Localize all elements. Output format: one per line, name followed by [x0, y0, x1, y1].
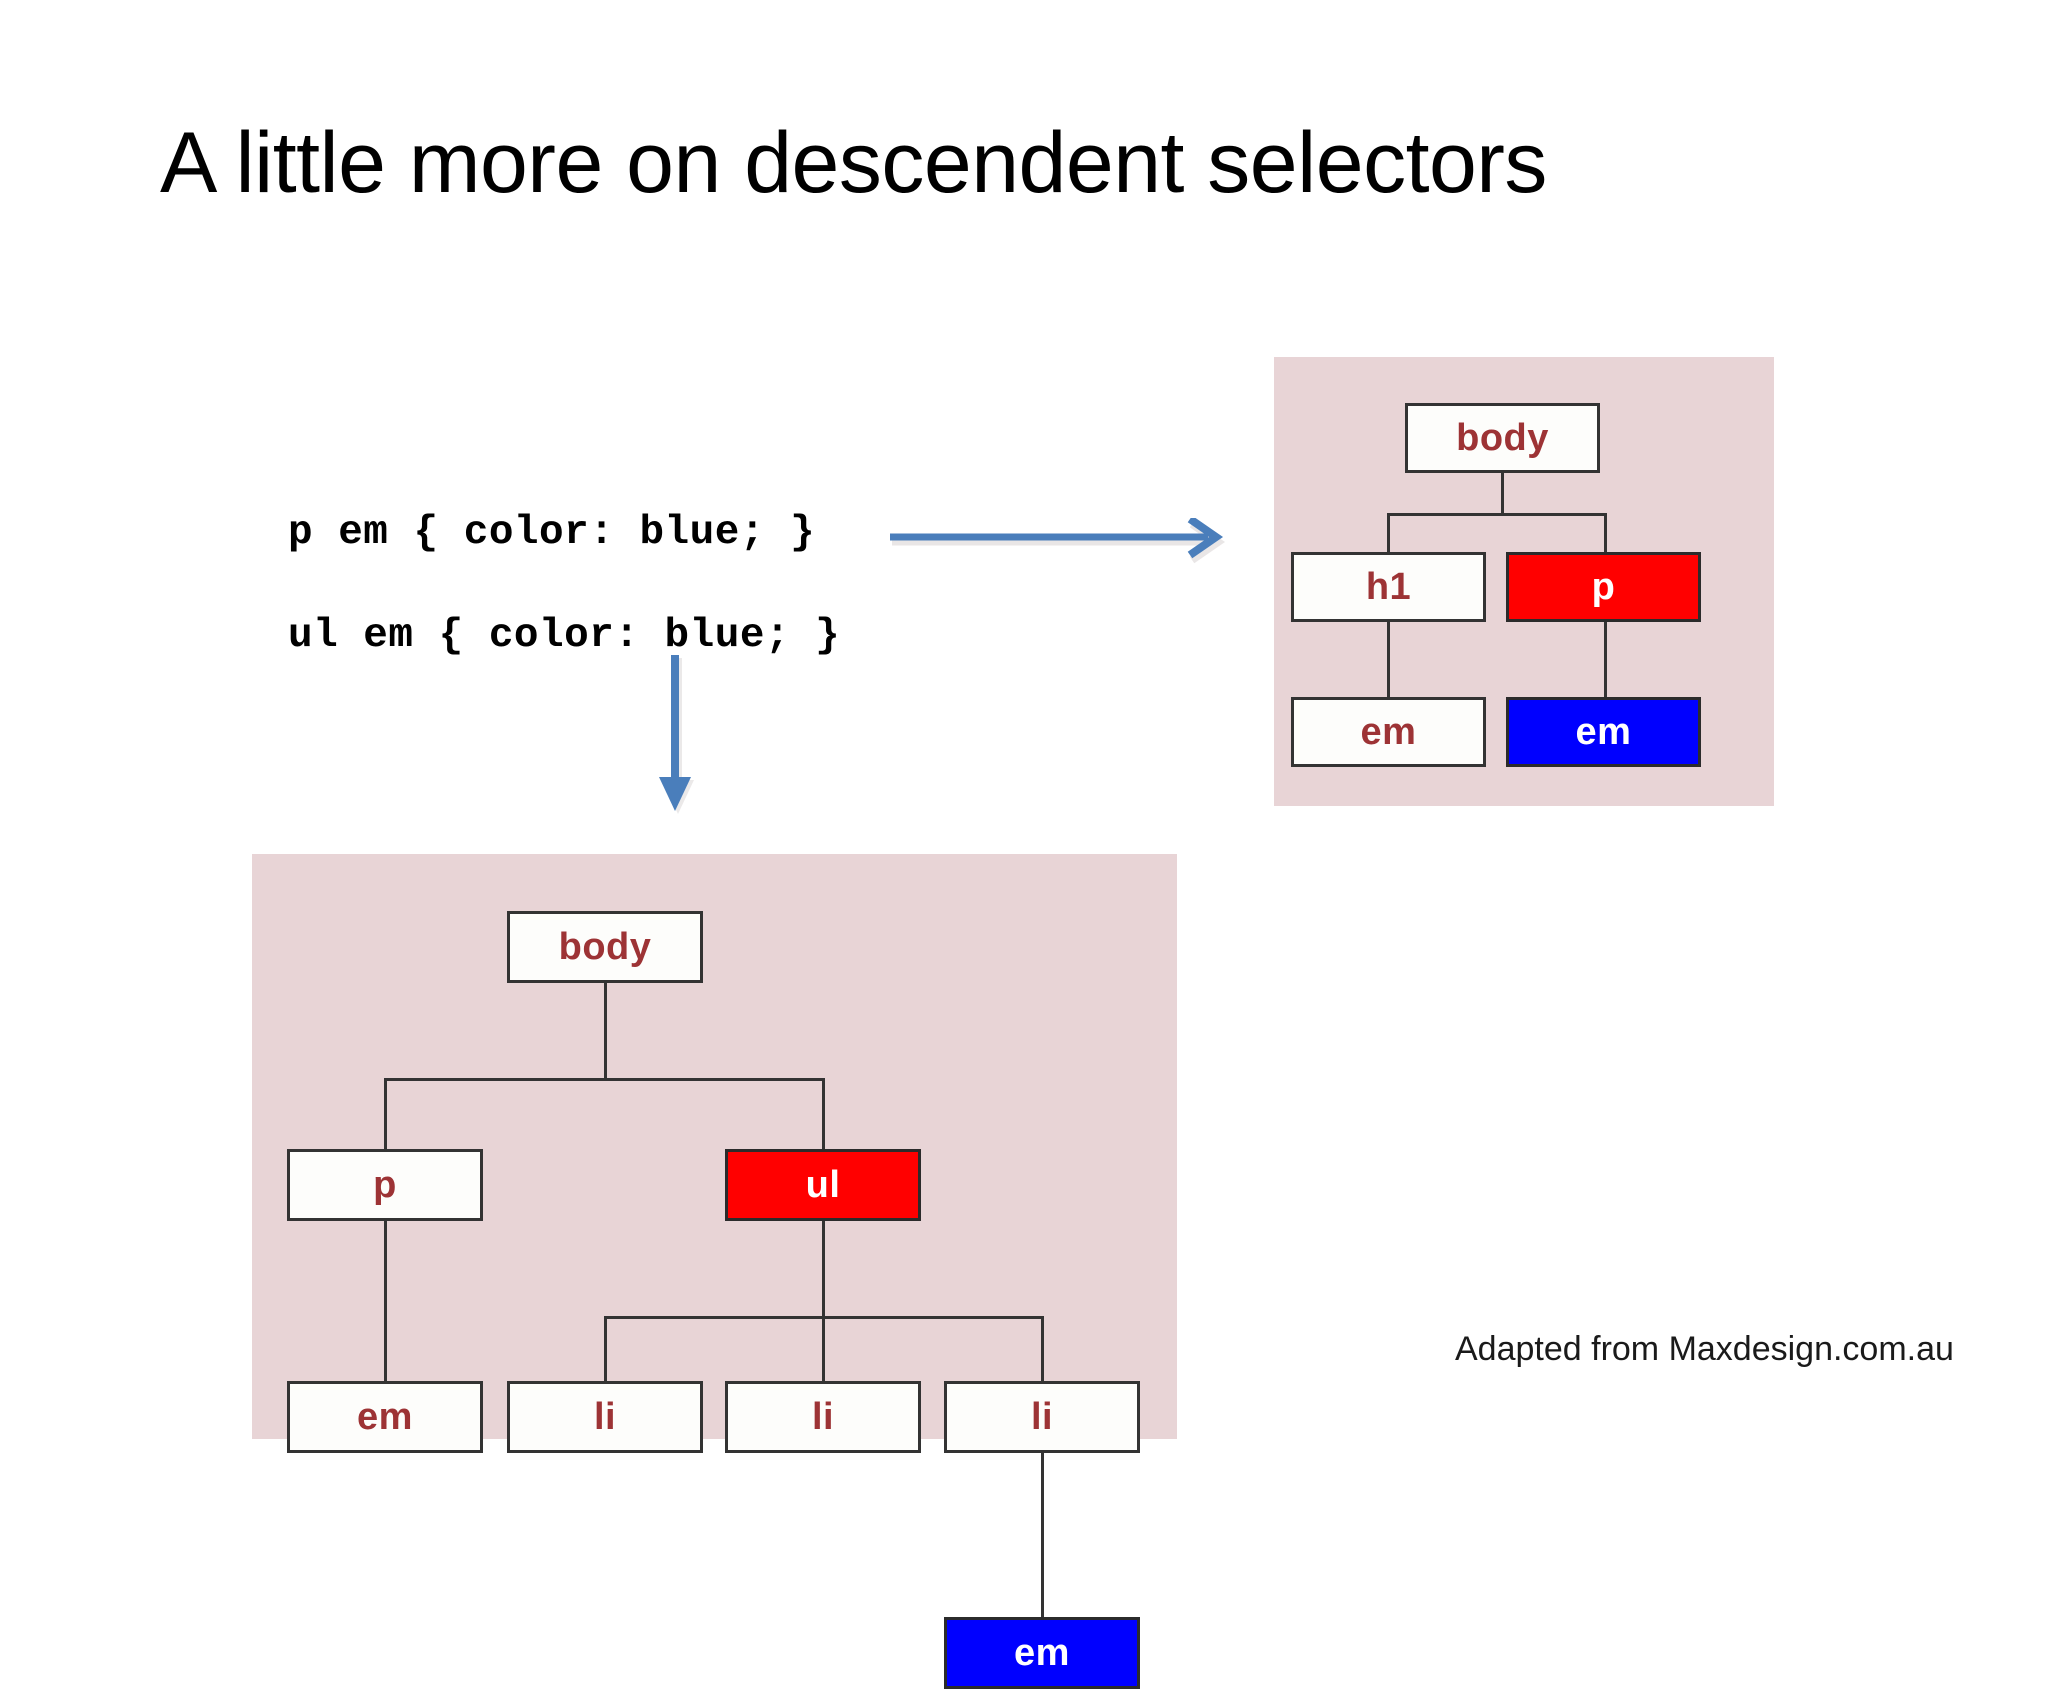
- tree-connector: [384, 1078, 825, 1081]
- tree-node-body: body: [1405, 403, 1600, 473]
- tree-connector: [822, 1221, 825, 1318]
- arrow-down-icon: [655, 655, 715, 825]
- tree-node-li-2: li: [725, 1381, 921, 1453]
- tree-node-p: p: [287, 1149, 483, 1221]
- tree-node-em-under-h1: em: [1291, 697, 1486, 767]
- tree-node-ul-highlighted: ul: [725, 1149, 921, 1221]
- arrow-right-icon: [890, 515, 1250, 564]
- tree-connector: [384, 1221, 387, 1383]
- tree-connector: [1041, 1453, 1044, 1619]
- tree-connector: [1501, 473, 1504, 515]
- tree-connector: [604, 983, 607, 1080]
- tree-connector: [604, 1316, 607, 1383]
- tree-connector: [1387, 513, 1607, 516]
- tree-node-em-under-p-styled: em: [1506, 697, 1701, 767]
- tree-node-em-under-p: em: [287, 1381, 483, 1453]
- tree-node-em-under-li-styled: em: [944, 1617, 1140, 1689]
- tree-node-li-3: li: [944, 1381, 1140, 1453]
- tree-connector: [822, 1316, 825, 1383]
- tree-connector: [384, 1078, 387, 1151]
- tree-connector: [822, 1078, 825, 1151]
- tree-connector: [1041, 1316, 1044, 1383]
- tree-connector: [1387, 513, 1390, 555]
- page-title: A little more on descendent selectors: [160, 115, 1547, 211]
- dom-tree-diagram-p-em: body h1 p em em: [1274, 357, 1774, 806]
- dom-tree-diagram-ul-em: body p ul em li li li em: [252, 854, 1177, 1689]
- tree-connector: [1387, 622, 1390, 700]
- tree-node-p-highlighted: p: [1506, 552, 1701, 622]
- tree-connector: [1604, 513, 1607, 555]
- tree-node-h1: h1: [1291, 552, 1486, 622]
- attribution-text: Adapted from Maxdesign.com.au: [1455, 1330, 1954, 1368]
- tree-node-body: body: [507, 911, 703, 983]
- tree-connector: [1604, 622, 1607, 700]
- css-rule-p-em: p em { color: blue; }: [288, 510, 816, 556]
- css-rule-ul-em: ul em { color: blue; }: [288, 613, 841, 659]
- tree-node-li-1: li: [507, 1381, 703, 1453]
